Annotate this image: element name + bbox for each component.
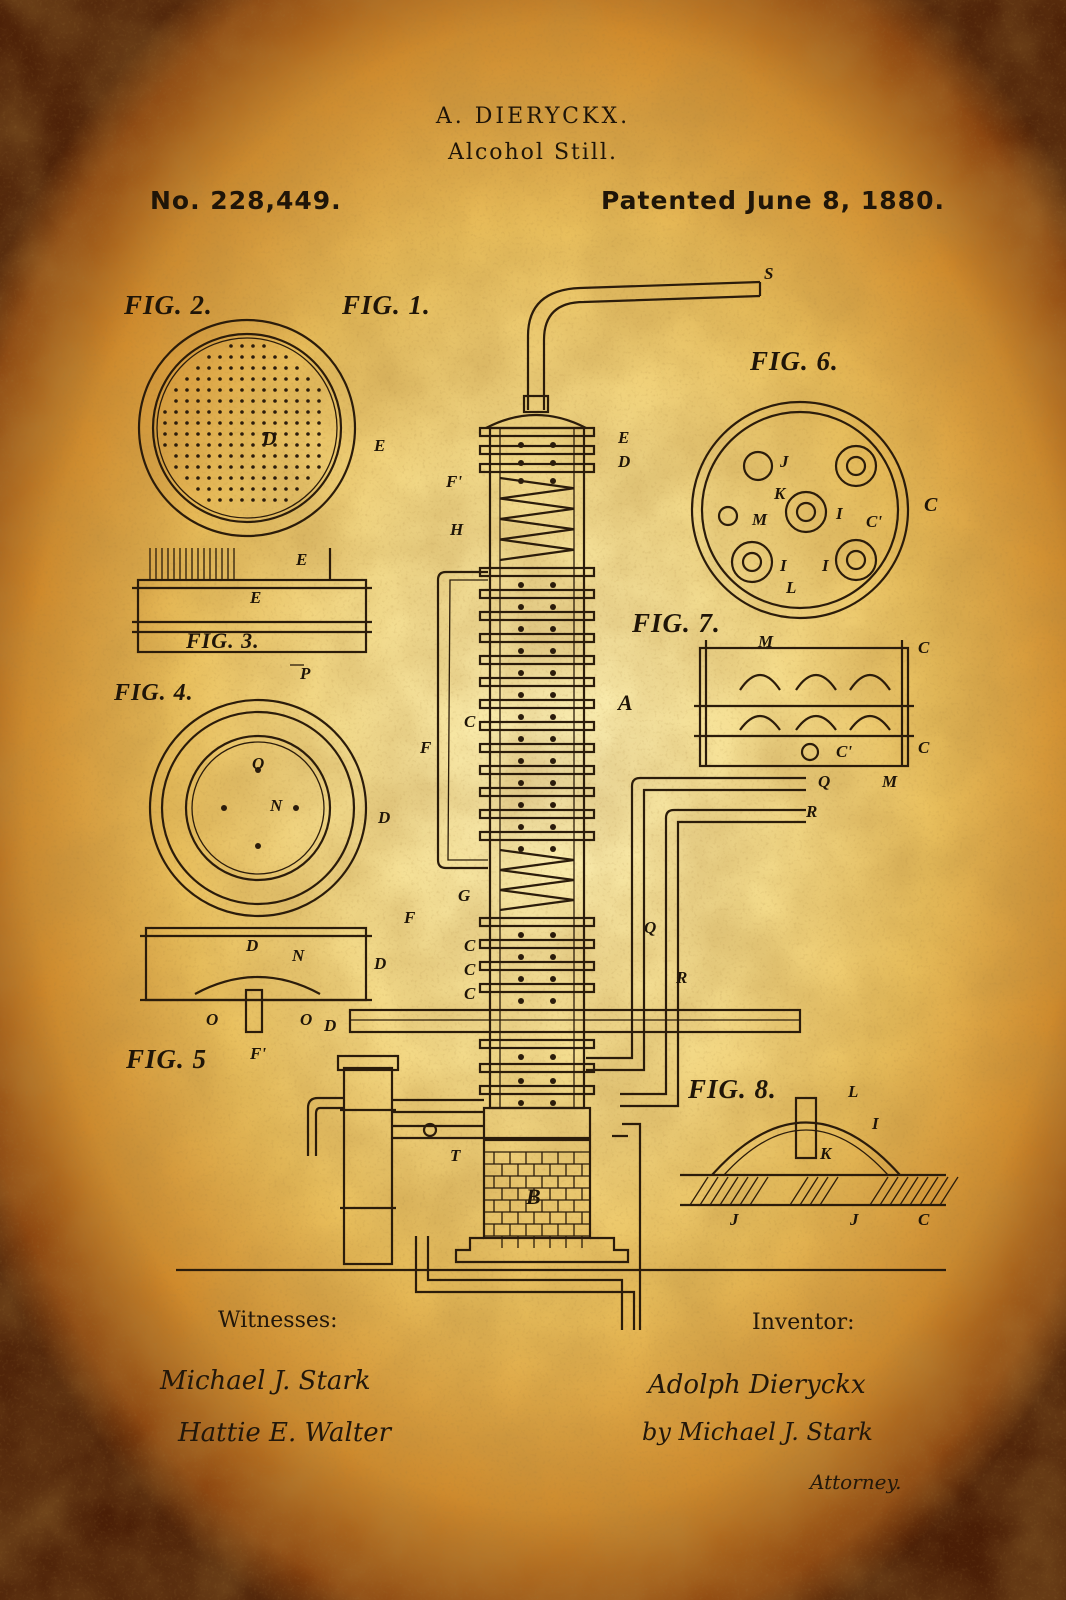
ref-C: C	[918, 1210, 929, 1230]
fig1-still-column	[176, 282, 946, 1330]
ref-D: D	[374, 954, 386, 974]
ref-B: B	[526, 1184, 541, 1210]
ref-S: S	[764, 264, 773, 284]
ref-M: M	[882, 772, 897, 792]
ref-J: J	[780, 452, 789, 472]
ref-L: L	[786, 578, 796, 598]
fig4-ring-disc	[150, 700, 366, 916]
fig1-label: FIG. 1.	[342, 290, 431, 321]
fig6-label: FIG. 6.	[750, 346, 839, 377]
witness-signature-1: Michael J. Stark	[160, 1366, 371, 1396]
ref-E: E	[374, 436, 385, 456]
fig2-perforated-disc	[139, 320, 355, 536]
ref-R: R	[806, 802, 817, 822]
ref-H: H	[450, 520, 463, 540]
ref-E: E	[250, 588, 261, 608]
fig7-label: FIG. 7.	[632, 608, 721, 639]
ref-K: K	[774, 484, 785, 504]
ref-J: J	[730, 1210, 739, 1230]
ref-C: C	[464, 984, 475, 1004]
ref-Q: Q	[818, 772, 830, 792]
ref-Q: Q	[644, 918, 656, 938]
ref-C: C	[918, 638, 929, 658]
ref-I: I	[836, 504, 843, 524]
ref-K: K	[820, 1144, 831, 1164]
ref-L: L	[848, 1082, 858, 1102]
ref-D: D	[246, 936, 258, 956]
ref-R: R	[676, 968, 687, 988]
ref-O: O	[300, 1010, 312, 1030]
ref-C1: C'	[866, 512, 882, 532]
ref-F: F	[420, 738, 431, 758]
ref-I: I	[872, 1114, 879, 1134]
fig5-label: FIG. 5	[126, 1044, 207, 1075]
ref-D: D	[378, 808, 390, 828]
fig8-label: FIG. 8.	[688, 1074, 777, 1105]
ref-E: E	[296, 550, 307, 570]
attorney-signature: by Michael J. Stark	[642, 1418, 873, 1446]
ref-I: I	[780, 556, 787, 576]
ref-M: M	[752, 510, 767, 530]
ref-A: A	[618, 690, 633, 716]
lower-coil	[500, 850, 574, 910]
ref-I: I	[822, 556, 829, 576]
upper-coil	[500, 478, 574, 560]
ref-C: C	[464, 712, 475, 732]
fig7-plate-section	[694, 640, 914, 766]
ref-C: C	[918, 738, 929, 758]
ref-F1: F'	[250, 1044, 266, 1064]
ref-D: D	[618, 452, 630, 472]
fig8-cap-detail	[680, 1098, 958, 1205]
ref-G: G	[458, 886, 470, 906]
ref-F: F	[404, 908, 415, 928]
ref-O: O	[206, 1010, 218, 1030]
ref-P: P	[300, 664, 310, 684]
ref-E: E	[618, 428, 629, 448]
ref-N: N	[270, 796, 282, 816]
witness-signature-2: Hattie E. Walter	[178, 1418, 391, 1448]
patent-number: No. 228,449.	[150, 186, 342, 215]
inventor-name: A. DIERYCKX.	[0, 104, 1066, 129]
ref-O: O	[252, 754, 264, 774]
fig6-plate	[692, 402, 908, 618]
ref-F1: F'	[446, 472, 462, 492]
perforation-grid	[163, 344, 321, 502]
ref-C1: C'	[836, 742, 852, 762]
patent-date: Patented June 8, 1880.	[601, 186, 945, 215]
fig3-label: FIG. 3.	[186, 628, 260, 654]
ref-C: C	[924, 494, 937, 517]
patent-title: Alcohol Still.	[0, 140, 1066, 165]
attorney-label: Attorney.	[810, 1470, 901, 1494]
fig4-label: FIG. 4.	[114, 680, 194, 707]
ref-M: M	[758, 632, 773, 652]
ref-T: T	[450, 1146, 460, 1166]
inventor-signature: Adolph Dieryckx	[648, 1370, 866, 1400]
ref-C: C	[464, 936, 475, 956]
ref-D: D	[324, 1016, 336, 1036]
ref-C: C	[464, 960, 475, 980]
inventor-label: Inventor:	[752, 1310, 855, 1335]
ref-J: J	[850, 1210, 859, 1230]
witnesses-label: Witnesses:	[218, 1308, 338, 1333]
ref-N: N	[292, 946, 304, 966]
column-rings	[480, 428, 594, 1106]
ref-D: D	[262, 428, 276, 451]
fig2-label: FIG. 2.	[124, 290, 213, 321]
